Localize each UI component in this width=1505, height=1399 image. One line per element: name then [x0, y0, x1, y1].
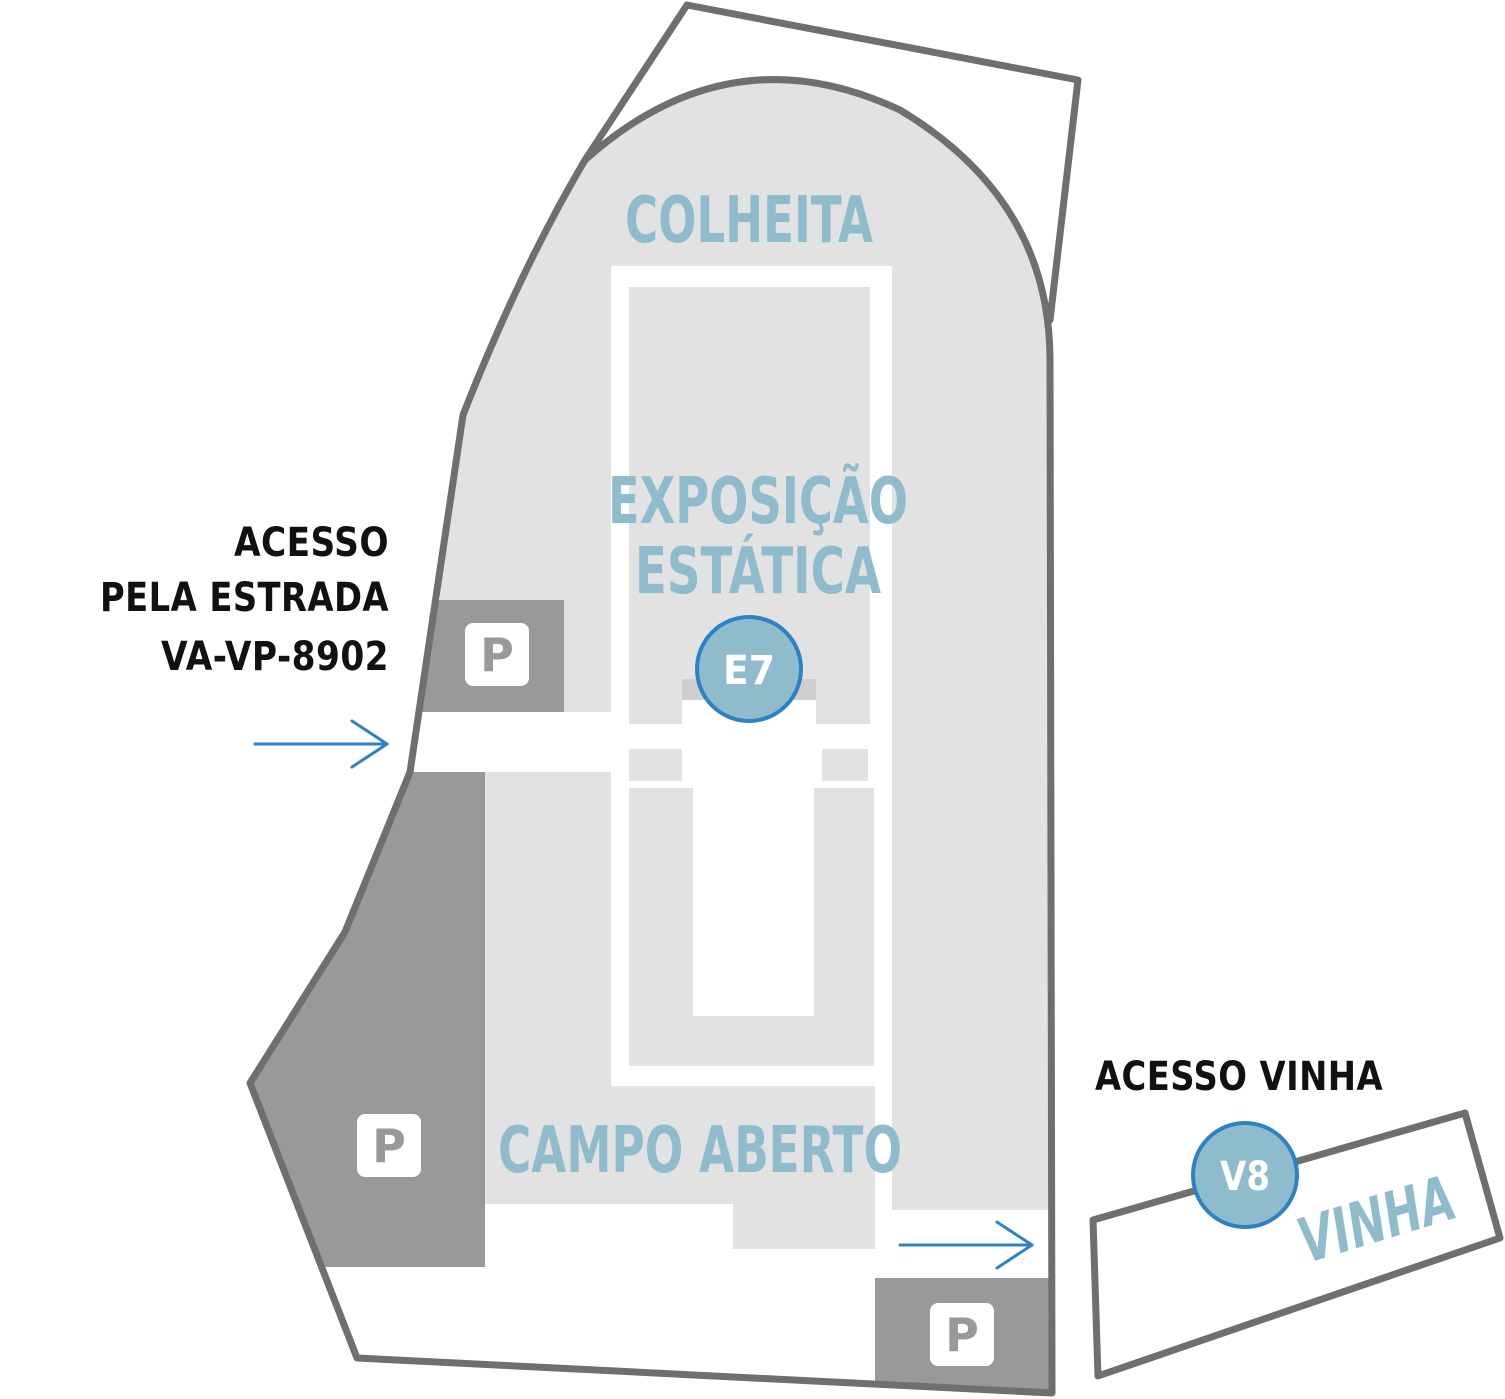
parking-icon: P — [465, 623, 529, 686]
access-vinha-label: ACESSO VINHA — [1095, 1054, 1383, 1100]
parking-icon-label: P — [945, 1308, 979, 1362]
badge-v8[interactable]: V8 — [1191, 1121, 1299, 1229]
arrow-right-icon — [898, 1220, 1034, 1270]
badge-v8-label: V8 — [1220, 1154, 1270, 1200]
arrow-right-icon — [253, 719, 389, 769]
parking-area-southwest — [250, 772, 485, 1267]
access-road-label-line2: PELA ESTRADA — [100, 575, 389, 621]
site-outline — [246, 76, 1056, 1397]
area-label-estatica: ESTÁTICA — [635, 533, 881, 609]
access-road-label-line1: ACESSO — [234, 520, 389, 566]
parking-icon-label: P — [480, 628, 514, 682]
parking-icon: P — [930, 1303, 994, 1366]
vinha-area — [1089, 1109, 1504, 1380]
access-road-label-line3: VA-VP-8902 — [161, 634, 389, 680]
ground-southeast — [733, 1195, 875, 1249]
lower-road — [440, 1204, 733, 1264]
badge-e7[interactable]: E7 — [695, 615, 803, 723]
parking-icon-label: P — [372, 1119, 406, 1173]
area-label-exposicao: EXPOSIÇÃO — [608, 463, 908, 539]
badge-e7-label: E7 — [723, 648, 775, 694]
ground-east — [892, 79, 1052, 1210]
area-label-campo-aberto: CAMPO ABERTO — [498, 1114, 902, 1188]
area-label-colheita: COLHEITA — [625, 184, 873, 258]
parking-icon: P — [357, 1114, 421, 1177]
